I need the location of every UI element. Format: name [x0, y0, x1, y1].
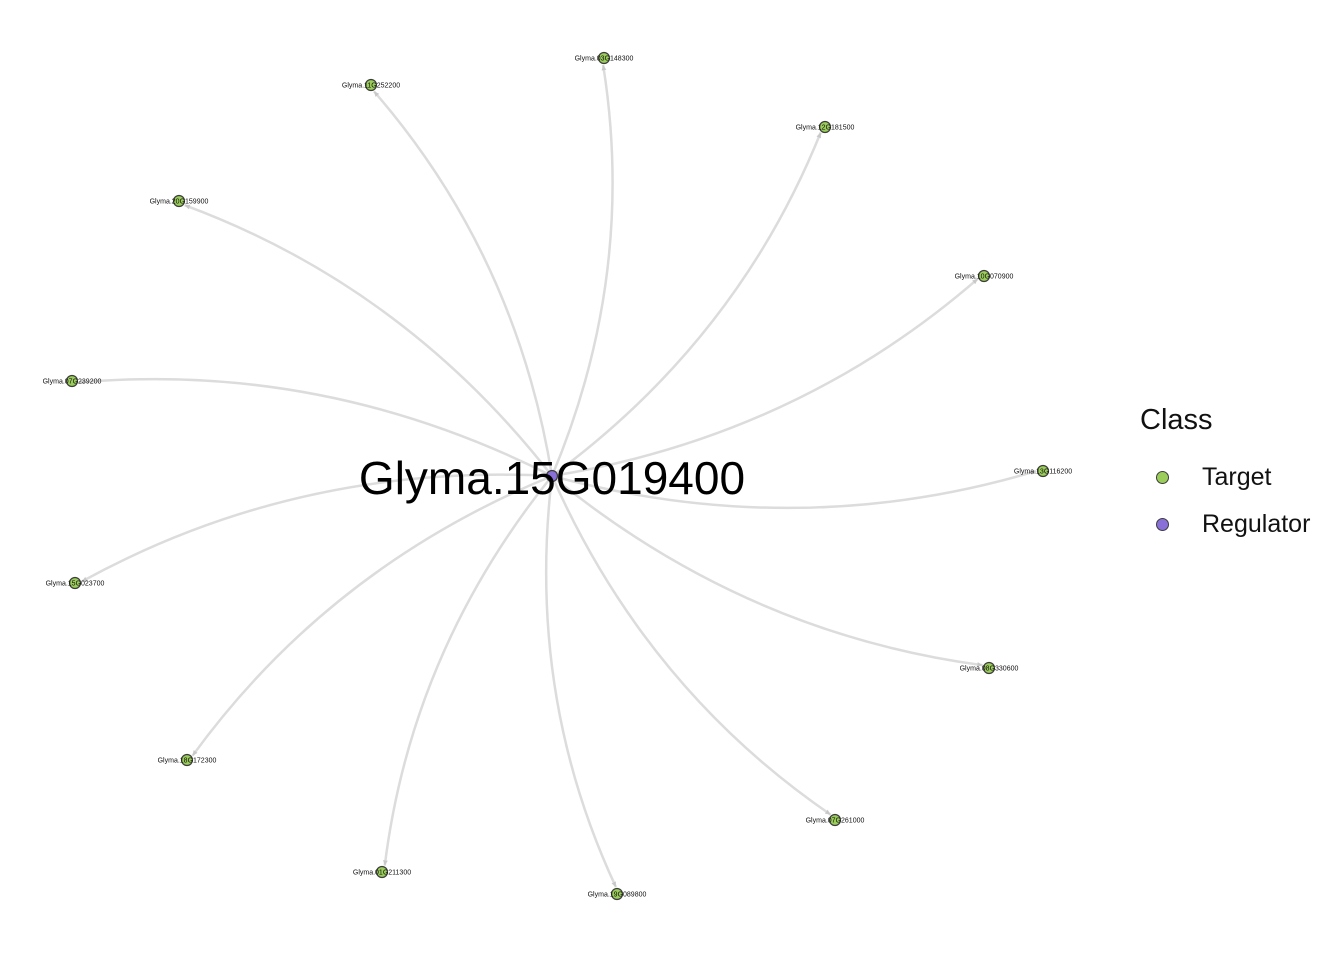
target-node-circle — [180, 753, 194, 767]
legend-swatch-target — [1156, 471, 1169, 484]
target-node-circle — [364, 78, 378, 92]
target-node-Glyma.11G252200: Glyma.11G252200 — [342, 78, 400, 92]
target-node-Glyma.19G089800: Glyma.19G089800 — [588, 887, 647, 901]
arrow-head-Glyma.07G261000 — [824, 809, 831, 815]
arrow-head-Glyma.15G023700 — [81, 576, 88, 582]
arrow-head-Glyma.19G089800 — [611, 881, 616, 888]
arrow-head-Glyma.03G148300 — [601, 64, 607, 71]
target-node-label: Glyma.19G089800 — [588, 892, 647, 899]
target-node-label: Glyma.11G252200 — [342, 83, 400, 90]
legend-title: Class — [1140, 404, 1213, 436]
arrow-head-Glyma.01G211300 — [383, 860, 388, 866]
legend: Class Target Regulator — [1140, 404, 1340, 554]
legend-item-target: Target — [1140, 462, 1340, 492]
hub-node-label: Glyma.15G019400 — [359, 452, 745, 504]
target-node-Glyma.07G261000: Glyma.07G261000 — [806, 813, 865, 827]
target-node-circle — [818, 120, 832, 134]
edge-Glyma.10G070900 — [551, 277, 979, 478]
target-node-circle — [65, 374, 79, 388]
node-layer: Glyma.03G148300Glyma.12G181500Glyma.10G0… — [43, 51, 1072, 901]
edge-Glyma.18G172300 — [191, 474, 553, 757]
edge-Glyma.03G148300 — [550, 64, 614, 477]
arrow-head-Glyma.13G116200 — [1030, 470, 1037, 475]
arrow-head-Glyma.11G252200 — [373, 91, 380, 97]
legend-item-regulator: Regulator — [1140, 509, 1340, 539]
target-node-label: Glyma.18G172300 — [158, 758, 217, 765]
target-node-circle — [977, 269, 991, 283]
target-node-Glyma.03G148300: Glyma.03G148300 — [575, 51, 634, 65]
target-node-circle — [828, 813, 842, 827]
arrow-head-Glyma.08G330600 — [977, 662, 983, 667]
target-node-circle — [172, 194, 186, 208]
edge-Glyma.15G023700 — [81, 473, 553, 583]
target-node-circle — [1036, 464, 1050, 478]
target-node-label: Glyma.13G116200 — [1014, 469, 1072, 476]
target-node-circle — [68, 576, 82, 590]
target-node-Glyma.12G181500: Glyma.12G181500 — [796, 120, 855, 134]
edge-Glyma.07G239200 — [78, 377, 553, 478]
edge-Glyma.01G211300 — [383, 475, 553, 866]
target-node-Glyma.01G211300: Glyma.01G211300 — [353, 865, 411, 879]
target-node-Glyma.15G023700: Glyma.15G023700 — [46, 576, 105, 590]
target-node-label: Glyma.07G261000 — [806, 818, 865, 825]
edge-Glyma.12G181500 — [551, 132, 822, 478]
target-node-circle — [982, 661, 996, 675]
target-node-circle — [375, 865, 389, 879]
legend-label-regulator: Regulator — [1202, 510, 1311, 538]
target-node-label: Glyma.08G330600 — [960, 666, 1019, 673]
edge-Glyma.20G159900 — [184, 203, 553, 477]
legend-swatch-regulator — [1156, 518, 1169, 531]
legend-label-target: Target — [1202, 463, 1272, 491]
target-node-Glyma.10G070900: Glyma.10G070900 — [955, 269, 1014, 283]
target-node-label: Glyma.07G239200 — [43, 379, 102, 386]
arrow-head-Glyma.07G239200 — [78, 379, 85, 385]
target-node-Glyma.20G159900: Glyma.20G159900 — [150, 194, 209, 208]
arrow-head-Glyma.20G159900 — [184, 204, 191, 210]
target-node-Glyma.07G239200: Glyma.07G239200 — [43, 374, 102, 388]
arrow-head-Glyma.12G181500 — [816, 132, 821, 139]
target-node-circle — [597, 51, 611, 65]
target-node-label: Glyma.12G181500 — [796, 125, 855, 132]
edge-Glyma.19G089800 — [544, 475, 618, 888]
target-node-label: Glyma.03G148300 — [575, 56, 634, 63]
target-node-label: Glyma.01G211300 — [353, 870, 411, 877]
target-node-label: Glyma.20G159900 — [150, 199, 209, 206]
edge-layer — [78, 64, 1037, 888]
edge-Glyma.08G330600 — [551, 475, 983, 667]
target-node-Glyma.08G330600: Glyma.08G330600 — [960, 661, 1019, 675]
target-node-Glyma.13G116200: Glyma.13G116200 — [1014, 464, 1072, 478]
target-node-circle — [610, 887, 624, 901]
regulator-node-circle — [545, 469, 559, 483]
target-node-Glyma.18G172300: Glyma.18G172300 — [158, 753, 217, 767]
target-node-label: Glyma.15G023700 — [46, 581, 105, 588]
edge-Glyma.11G252200 — [372, 90, 554, 477]
arrow-head-Glyma.18G172300 — [192, 750, 198, 756]
arrow-head-Glyma.10G070900 — [972, 278, 978, 285]
target-node-label: Glyma.10G070900 — [955, 274, 1014, 281]
edge-Glyma.07G261000 — [550, 475, 832, 816]
edge-Glyma.13G116200 — [551, 469, 1037, 510]
